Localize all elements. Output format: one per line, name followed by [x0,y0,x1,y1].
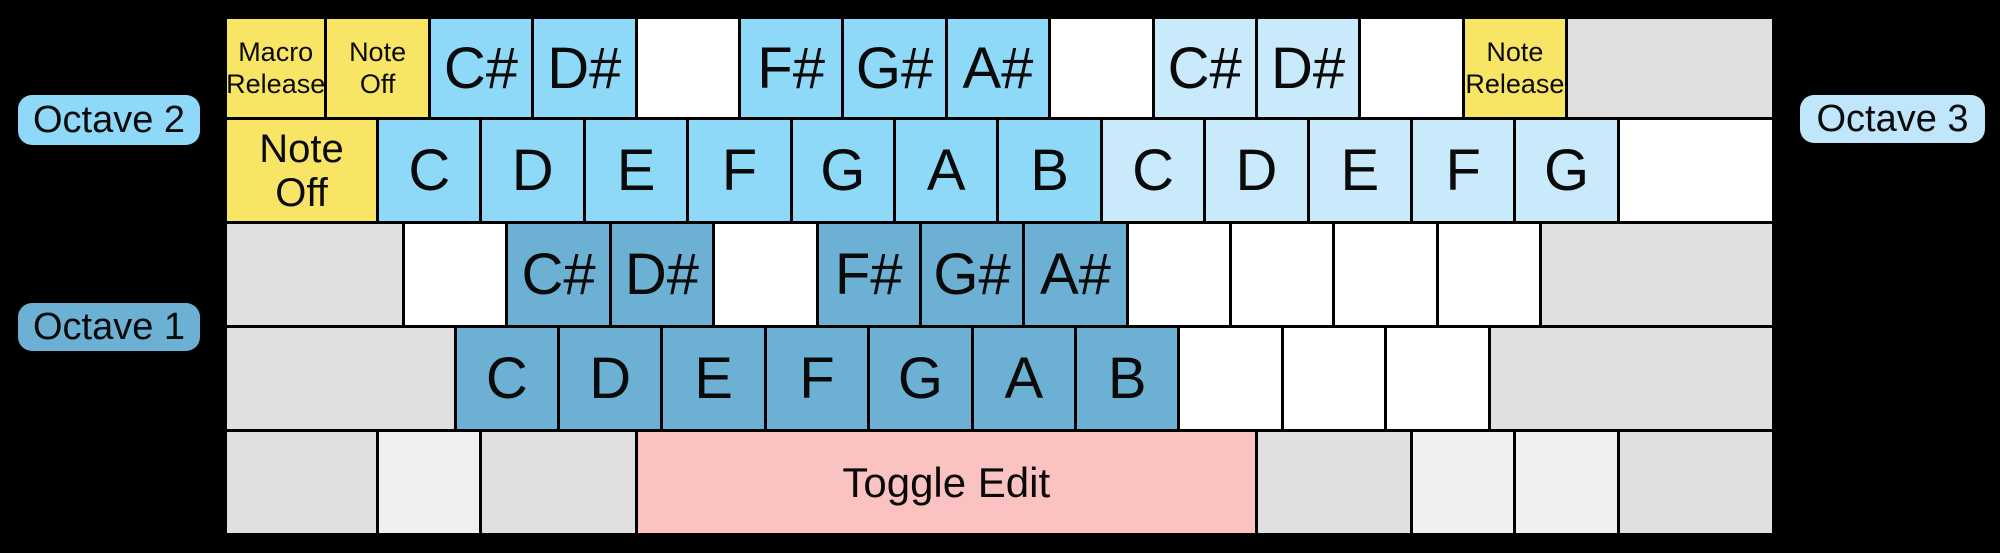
octave-2-label: Octave 2 [18,95,200,145]
key-e: E [1306,117,1413,224]
key-e: E [660,325,767,432]
key-modifier [1254,429,1414,536]
key-modifier [1513,429,1620,536]
key-modifier [224,325,457,432]
key-note-release: Note Release [1461,16,1569,120]
key-macro-release: Macro Release [224,16,328,120]
key-g: G [867,325,974,432]
key-modifier [1410,429,1517,536]
key-d: D [479,117,586,224]
key-c-sharp: C# [505,221,612,328]
key-c: C [1099,117,1207,224]
key-unmapped [1384,325,1491,432]
key-e: E [582,117,690,224]
key-f: F [686,117,793,224]
key-modifier [224,429,380,536]
key-f-sharp: F# [737,16,845,120]
key-unmapped [401,221,509,328]
key-modifier [479,429,638,536]
key-a-sharp: A# [1022,221,1129,328]
key-g-sharp: G# [841,16,948,120]
key-d-sharp: D# [608,221,716,328]
key-d-sharp: D# [1254,16,1362,120]
key-unmapped [1048,16,1155,120]
key-c: C [376,117,483,224]
key-g: G [1513,117,1620,224]
key-unmapped [1229,221,1336,328]
key-unmapped [1332,221,1439,328]
key-f: F [763,325,871,432]
key-a: A [970,325,1077,432]
key-modifier [1487,325,1775,432]
key-unmapped [1177,325,1284,432]
key-unmapped [1435,221,1543,328]
key-c-sharp: C# [1151,16,1258,120]
key-unmapped [634,16,741,120]
key-f: F [1410,117,1517,224]
key-modifier [1565,16,1775,120]
key-unmapped [1280,325,1388,432]
key-unmapped [1358,16,1465,120]
key-b: B [996,117,1103,224]
octave-3-label: Octave 3 [1800,95,1985,143]
key-note-off: Note Off [324,16,431,120]
key-c-sharp: C# [427,16,535,120]
keyboard-row-home: C#D# F#G#A# [224,221,1775,328]
key-unmapped [1125,221,1233,328]
key-b: B [1073,325,1181,432]
key-c: C [453,325,561,432]
key-d: D [557,325,664,432]
key-note-off: Note Off [224,117,380,224]
key-modifier [1616,429,1775,536]
key-g-sharp: G# [918,221,1026,328]
key-g: G [789,117,897,224]
octave-1-label: Octave 1 [18,303,200,351]
key-d: D [1203,117,1310,224]
keyboard-row-space: Toggle Edit [224,429,1775,536]
key-modifier [376,429,483,536]
key-d-sharp: D# [531,16,638,120]
key-a: A [893,117,1000,224]
key-toggle-edit: Toggle Edit [634,429,1258,536]
key-modifier [224,221,405,328]
key-modifier [1539,221,1775,328]
key-f-sharp: F# [815,221,922,328]
key-unmapped [1616,117,1775,224]
key-a-sharp: A# [944,16,1052,120]
key-unmapped [712,221,819,328]
